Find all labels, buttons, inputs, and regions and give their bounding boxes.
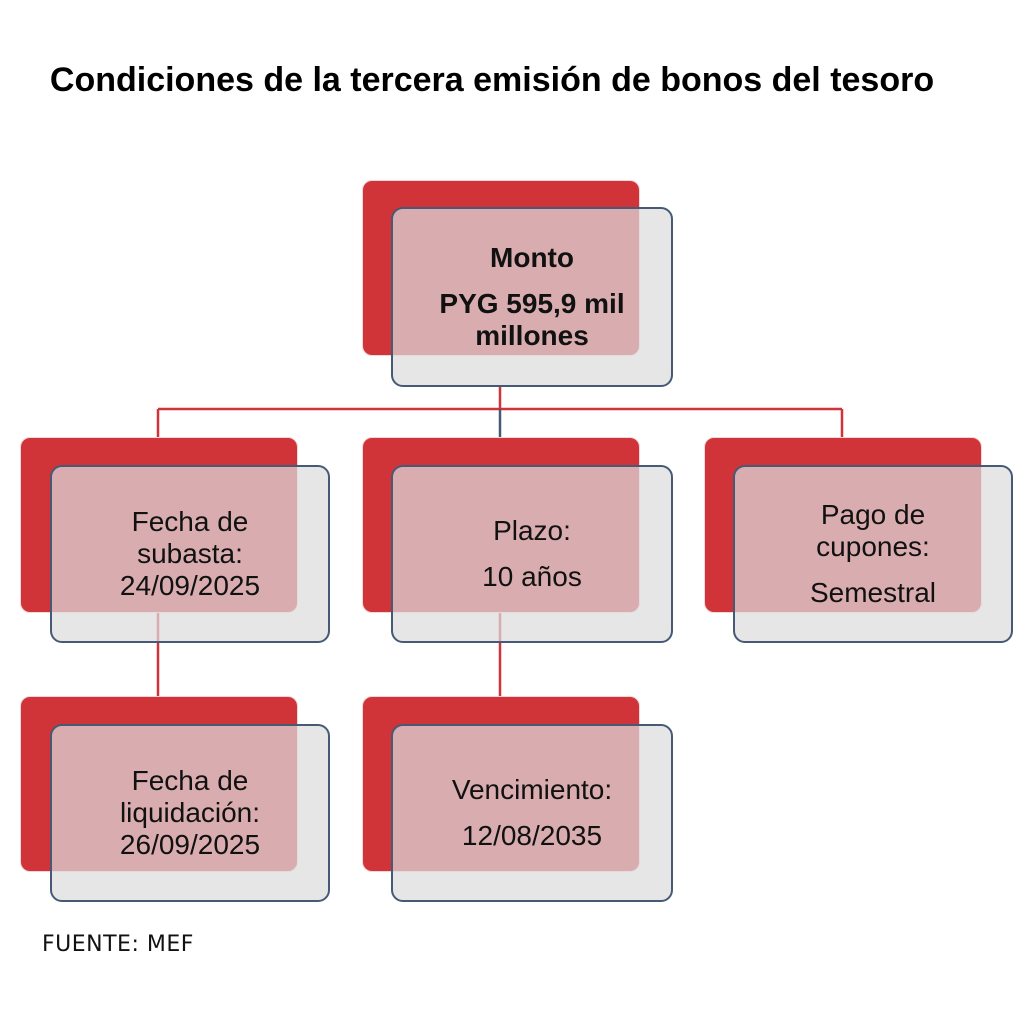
source-note: FUENTE: MEF <box>42 932 194 957</box>
chart-title: Condiciones de la tercera emisión de bon… <box>49 61 935 99</box>
monto-value-line2: millones <box>475 320 589 351</box>
fecha-subasta-line2: subasta: <box>137 538 243 569</box>
pago-cupones-line1: Pago de <box>820 499 926 530</box>
fecha-liquidacion-line1: Fecha de <box>131 765 249 796</box>
fecha-liquidacion-line2: liquidación: <box>119 797 261 828</box>
vencimiento-label: Vencimiento: <box>451 774 613 805</box>
node-fecha-liquidacion-front: Fecha de liquidación: 26/09/2025 <box>50 724 330 902</box>
pago-cupones-line2: cupones: <box>816 531 930 562</box>
node-pago-cupones-front: Pago de cupones: Semestral <box>733 465 1013 643</box>
fecha-subasta-date: 24/09/2025 <box>119 570 261 601</box>
pago-cupones-value: Semestral <box>809 577 937 608</box>
node-vencimiento-front: Vencimiento: 12/08/2035 <box>391 724 673 902</box>
node-plazo-front: Plazo: 10 años <box>391 465 673 643</box>
node-monto-front: Monto PYG 595,9 mil millones <box>391 207 673 387</box>
vencimiento-value: 12/08/2035 <box>461 820 603 851</box>
fecha-subasta-line1: Fecha de <box>131 506 249 537</box>
fecha-liquidacion-date: 26/09/2025 <box>119 829 261 860</box>
node-fecha-subasta-front: Fecha de subasta: 24/09/2025 <box>50 465 330 643</box>
monto-value-line1: PYG 595,9 mil <box>439 288 625 319</box>
monto-label: Monto <box>490 242 574 273</box>
plazo-label: Plazo: <box>493 515 571 546</box>
plazo-value: 10 años <box>482 561 582 592</box>
